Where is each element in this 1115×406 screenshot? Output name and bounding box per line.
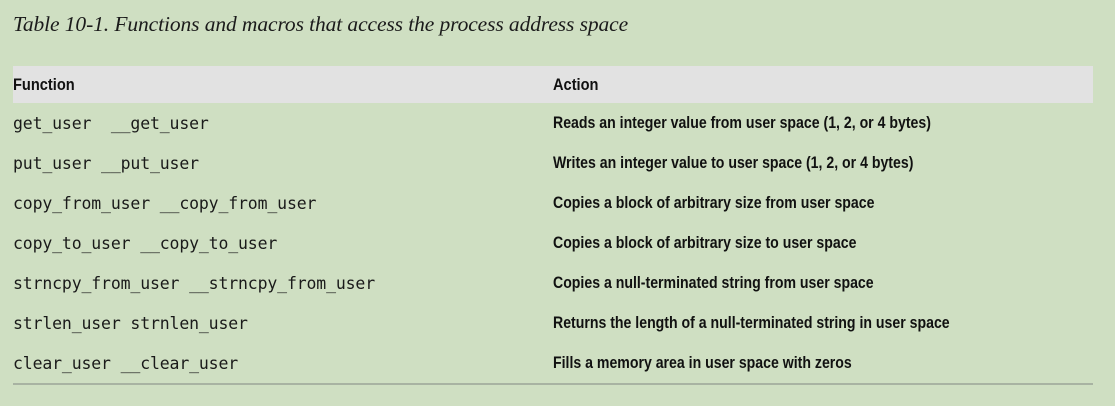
cell-action: Writes an integer value to user space (1… <box>553 143 1093 183</box>
table-header-row: Function Action <box>13 66 1093 103</box>
column-header-function: Function <box>13 66 477 103</box>
cell-action-text: Writes an integer value to user space (1… <box>553 153 914 172</box>
cell-action-text: Copies a null-terminated string from use… <box>553 273 874 292</box>
cell-action: Reads an integer value from user space (… <box>553 103 1093 143</box>
column-header-function-label: Function <box>13 74 75 94</box>
cell-action: Copies a block of arbitrary size from us… <box>553 183 1093 223</box>
functions-and-macros-table: Function Action get_user __get_user Read… <box>13 66 1093 385</box>
cell-function: strncpy_from_user __strncpy_from_user <box>13 273 376 293</box>
table-body: get_user __get_user Reads an integer val… <box>13 103 1093 385</box>
cell-function: get_user __get_user <box>13 113 209 133</box>
cell-action: Copies a null-terminated string from use… <box>553 263 1093 303</box>
cell-action-text: Copies a block of arbitrary size from us… <box>553 193 875 212</box>
table-caption: Table 10-1. Functions and macros that ac… <box>13 12 629 36</box>
cell-action-text: Copies a block of arbitrary size to user… <box>553 233 857 252</box>
table-row: copy_to_user __copy_to_user Copies a blo… <box>13 223 1093 263</box>
table-row: strncpy_from_user __strncpy_from_user Co… <box>13 263 1093 303</box>
cell-action: Returns the length of a null-terminated … <box>553 303 1093 343</box>
table-row: clear_user __clear_user Fills a memory a… <box>13 343 1093 385</box>
cell-function: clear_user __clear_user <box>13 343 553 385</box>
cell-action-text: Reads an integer value from user space (… <box>553 113 931 132</box>
cell-action-text: Returns the length of a null-terminated … <box>553 313 950 332</box>
cell-function: strlen_user strnlen_user <box>13 313 248 333</box>
table-row: get_user __get_user Reads an integer val… <box>13 103 1093 143</box>
column-header-action-label: Action <box>553 74 599 94</box>
table-row: strlen_user strnlen_user Returns the len… <box>13 303 1093 343</box>
cell-action-text: Fills a memory area in user space with z… <box>553 353 852 372</box>
cell-function: copy_to_user __copy_to_user <box>13 233 278 253</box>
cell-function: copy_from_user __copy_from_user <box>13 193 317 213</box>
table-row: put_user __put_user Writes an integer va… <box>13 143 1093 183</box>
table-row: copy_from_user __copy_from_user Copies a… <box>13 183 1093 223</box>
table-header: Function Action <box>13 66 1093 103</box>
cell-action: Copies a block of arbitrary size to user… <box>553 223 1093 263</box>
cell-function: put_user __put_user <box>13 153 199 173</box>
column-header-action: Action <box>553 66 1017 103</box>
cell-action: Fills a memory area in user space with z… <box>553 343 1093 385</box>
